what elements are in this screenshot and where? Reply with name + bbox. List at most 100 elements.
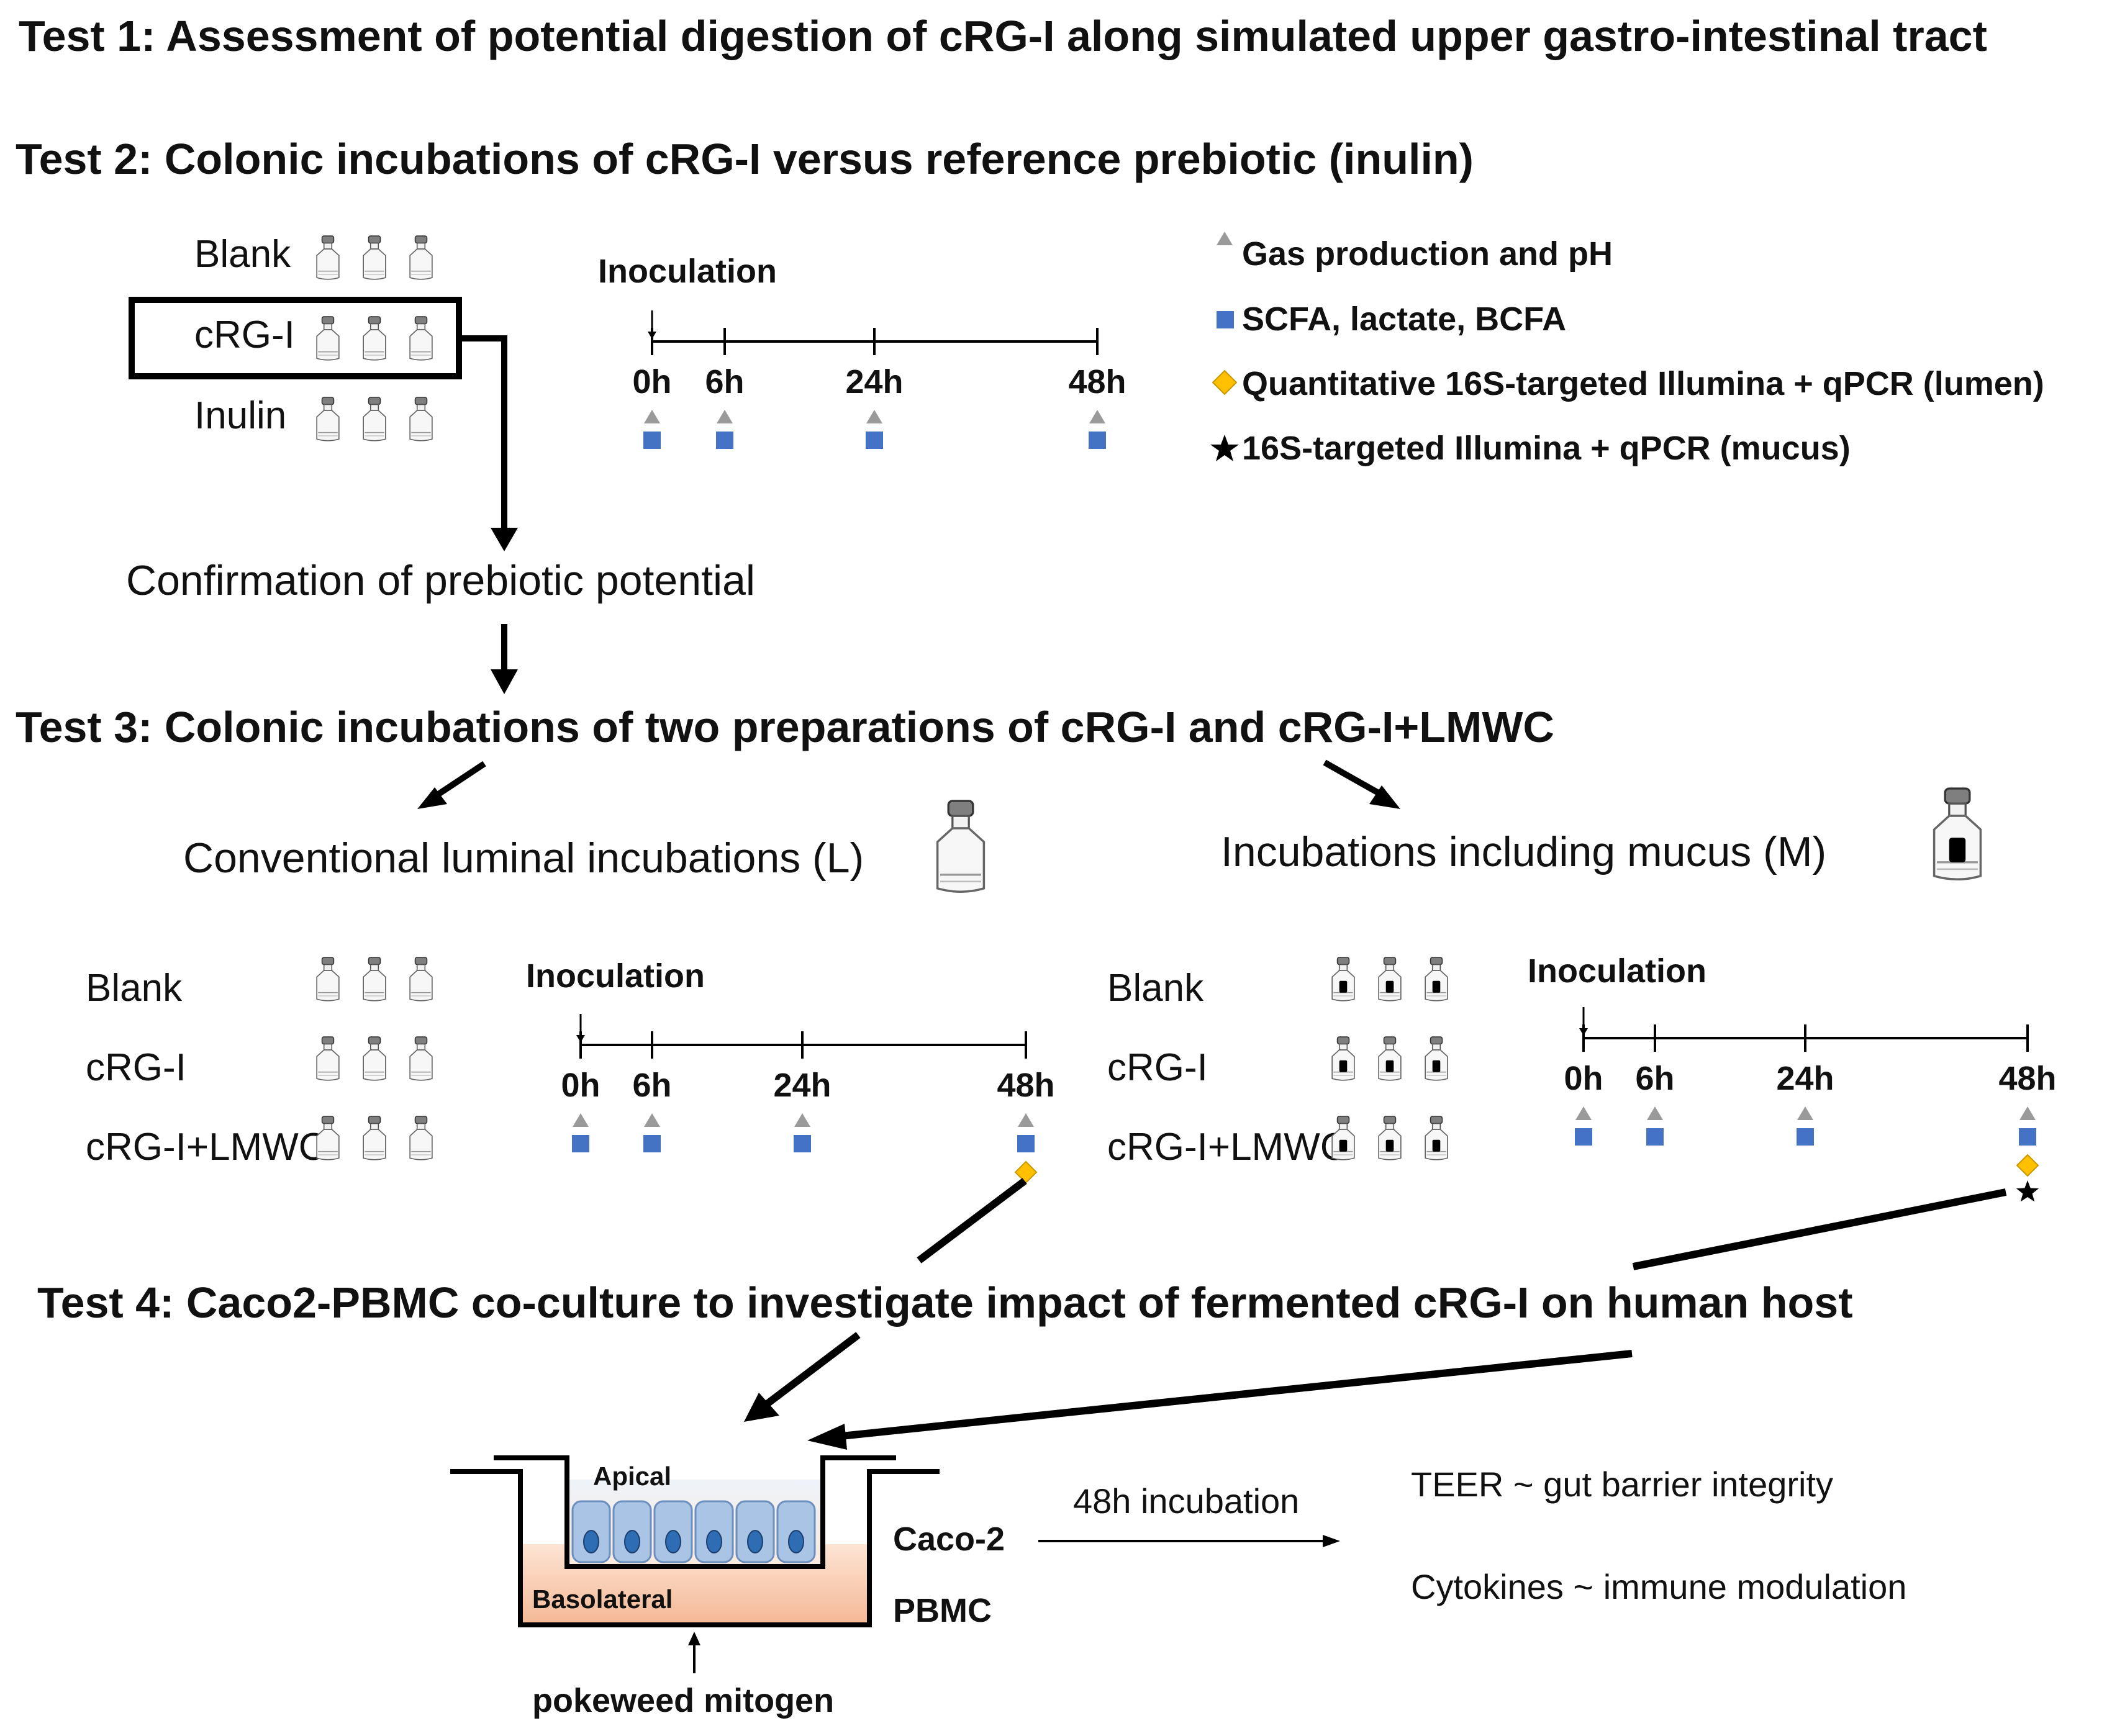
connector-line bbox=[459, 335, 507, 528]
gas-ph-marker bbox=[644, 1113, 660, 1127]
legend-square-icon bbox=[1217, 311, 1234, 328]
scfa-marker bbox=[716, 432, 733, 449]
test3-left-row-crgi-lmwc: cRG-I+LMWC bbox=[86, 1126, 327, 1169]
inoculation-label: Inoculation bbox=[1528, 952, 1706, 990]
gas-ph-marker bbox=[644, 410, 660, 423]
bottle-mucus-0-2 bbox=[1425, 957, 1448, 1001]
arrow-shaft-mucus bbox=[1323, 759, 1384, 798]
bottle-luminal-1-1 bbox=[363, 1036, 386, 1081]
test1-title: Test 1: Assessment of potential digestio… bbox=[19, 12, 1987, 60]
scfa-marker bbox=[1089, 432, 1106, 449]
bottle-t2-1-1 bbox=[363, 316, 386, 361]
illumina-lumen-marker bbox=[1014, 1160, 1038, 1184]
legend-triangle-label: Gas production and pH bbox=[1242, 235, 1613, 273]
time-label-6h: 6h bbox=[632, 1067, 671, 1104]
time-label-0h: 0h bbox=[632, 363, 671, 400]
incubation-label: 48h incubation bbox=[1073, 1481, 1299, 1521]
bottle-mucus-1-2 bbox=[1425, 1036, 1448, 1081]
time-label-48h: 48h bbox=[997, 1067, 1054, 1104]
illumina-mucus-marker bbox=[2016, 1180, 2039, 1202]
bottle-t2-2-1 bbox=[363, 397, 386, 441]
scfa-marker bbox=[572, 1135, 589, 1152]
bottle-mucus-0-1 bbox=[1378, 957, 1402, 1001]
arrow-to-luminal bbox=[417, 787, 447, 809]
pbmc-label: PBMC bbox=[893, 1592, 992, 1629]
time-label-6h: 6h bbox=[1635, 1060, 1674, 1097]
inoculation-label: Inoculation bbox=[598, 253, 777, 290]
scfa-marker bbox=[1797, 1128, 1814, 1146]
bottle-t2-1-2 bbox=[409, 316, 433, 361]
arrow-to-mucus bbox=[1369, 785, 1400, 809]
bottle-t2-0-0 bbox=[316, 235, 340, 280]
bottle-luminal-1-0 bbox=[316, 1036, 340, 1081]
inoculation-label: Inoculation bbox=[526, 957, 705, 995]
basolateral-label: Basolateral bbox=[532, 1585, 673, 1614]
bottle-t2-2-2 bbox=[409, 397, 433, 441]
large-bottle-mucus bbox=[1933, 787, 1982, 880]
mitogen-label: pokeweed mitogen bbox=[532, 1682, 834, 1719]
time-label-0h: 0h bbox=[561, 1067, 600, 1104]
large-bottle-luminal bbox=[936, 800, 986, 893]
gas-ph-marker bbox=[1647, 1106, 1663, 1120]
bottle-luminal-1-2 bbox=[409, 1036, 433, 1081]
scfa-marker bbox=[1017, 1135, 1035, 1152]
scfa-marker bbox=[866, 432, 883, 449]
test2-row-crgi: cRG-I bbox=[194, 314, 295, 356]
time-label-24h: 24h bbox=[845, 363, 903, 400]
connector-mucus-upper bbox=[1632, 1188, 2007, 1270]
arrow-head-mucus-to-well bbox=[807, 1424, 847, 1450]
time-label-24h: 24h bbox=[773, 1067, 831, 1104]
legend-diamond-icon bbox=[1212, 369, 1238, 396]
gas-ph-marker bbox=[1797, 1106, 1813, 1120]
insert bbox=[494, 1455, 896, 1569]
arrow-to-confirmation bbox=[491, 528, 518, 551]
gas-ph-marker bbox=[866, 410, 882, 423]
test3-luminal-timeline: Inoculation 0h 6h 24h 48h bbox=[526, 957, 1055, 1184]
time-label-0h: 0h bbox=[1564, 1060, 1603, 1097]
bottle-luminal-0-2 bbox=[409, 957, 433, 1001]
arrow-shaft-luminal-to-well bbox=[761, 1332, 861, 1409]
test3-right-row-crgi: cRG-I bbox=[1107, 1046, 1208, 1089]
scfa-marker bbox=[643, 432, 661, 449]
bottle-luminal-0-1 bbox=[363, 957, 386, 1001]
cytokines-label: Cytokines ~ immune modulation bbox=[1411, 1567, 1906, 1606]
cell-nucleus bbox=[788, 1530, 804, 1553]
scfa-marker bbox=[1646, 1128, 1664, 1146]
large-bottles bbox=[936, 787, 1982, 893]
arrow-head-luminal-to-well bbox=[744, 1393, 779, 1422]
mucus-label: Incubations including mucus (M) bbox=[1221, 828, 1826, 875]
apical-label: Apical bbox=[593, 1462, 671, 1491]
bottle-luminal-2-1 bbox=[363, 1116, 386, 1160]
scfa-marker bbox=[794, 1135, 811, 1152]
cell-nucleus bbox=[624, 1530, 640, 1553]
illumina-lumen-marker bbox=[2016, 1154, 2039, 1177]
test2-row-inulin: Inulin bbox=[194, 394, 286, 437]
bottle-mucus-0-0 bbox=[1331, 957, 1355, 1001]
test3-right-row-blank: Blank bbox=[1107, 967, 1204, 1010]
time-label-6h: 6h bbox=[705, 363, 744, 400]
gas-ph-marker bbox=[1018, 1113, 1034, 1127]
cell-nucleus bbox=[665, 1530, 681, 1553]
outer-well bbox=[450, 1469, 940, 1627]
teer-label: TEER ~ gut barrier integrity bbox=[1411, 1465, 1833, 1504]
scfa-marker bbox=[643, 1135, 661, 1152]
legend-star-icon bbox=[1210, 435, 1239, 461]
cell-nucleus bbox=[747, 1530, 763, 1553]
bottle-t2-0-1 bbox=[363, 235, 386, 280]
bottle-t2-1-0 bbox=[316, 316, 340, 361]
gas-ph-marker bbox=[573, 1113, 589, 1127]
transwell: Apical Basolateral bbox=[450, 1455, 940, 1627]
arrow-shaft-luminal bbox=[433, 761, 486, 800]
test2-bottles bbox=[316, 235, 433, 441]
test2-row-blank: Blank bbox=[194, 233, 291, 276]
bottle-t2-2-0 bbox=[316, 397, 340, 441]
luminal-label: Conventional luminal incubations (L) bbox=[183, 834, 864, 882]
legend-square-label: SCFA, lactate, BCFA bbox=[1242, 301, 1566, 338]
scfa-marker bbox=[2019, 1128, 2036, 1146]
legend-diamond-label: Quantitative 16S-targeted Illumina + qPC… bbox=[1242, 365, 2044, 402]
